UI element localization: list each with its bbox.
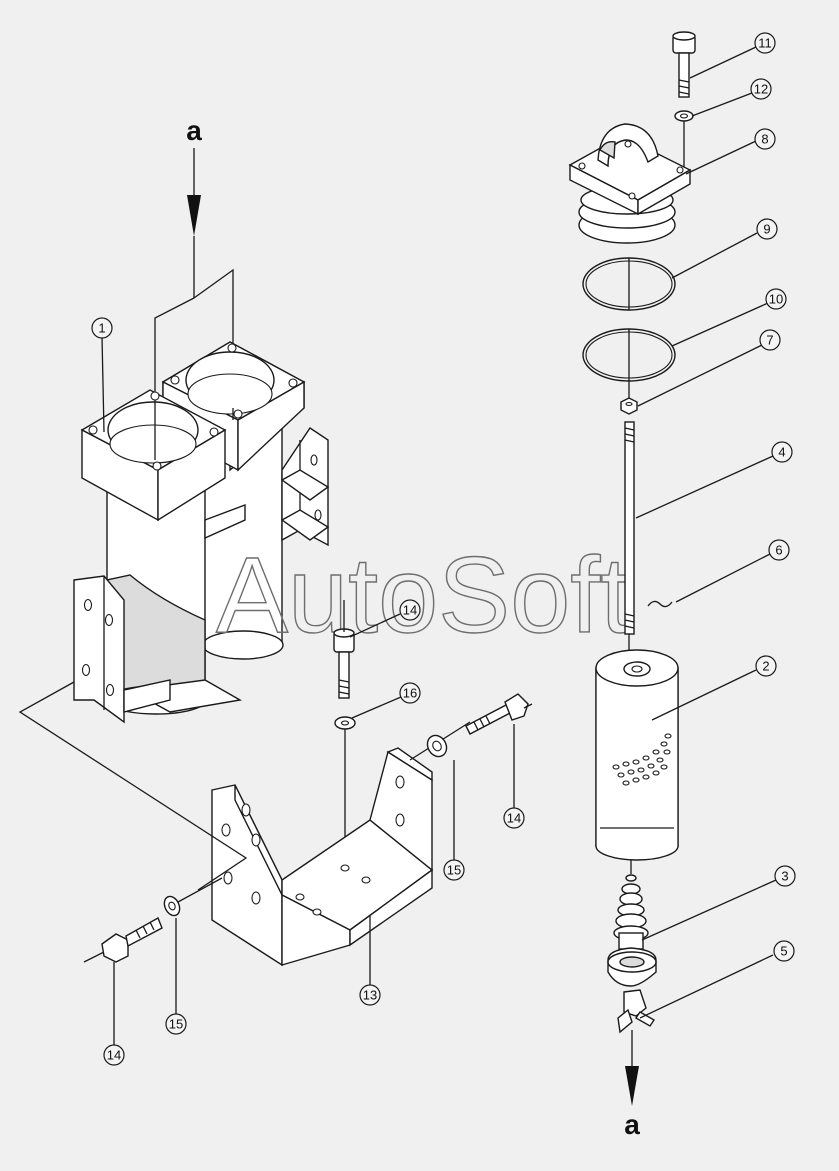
- center-nut: [620, 397, 638, 415]
- callout-15-right: 15: [443, 859, 465, 881]
- callout-number: 15: [169, 1017, 183, 1032]
- callout-14-left: 14: [103, 1044, 125, 1066]
- callout-13: 13: [359, 984, 381, 1006]
- callout-number: 3: [781, 869, 788, 884]
- right-bolt-and-washer: [409, 693, 533, 761]
- callout-number: 1: [98, 321, 105, 336]
- filter-cover: [568, 123, 692, 244]
- callout-number: 9: [763, 222, 770, 237]
- flow-arrow-bottom: [625, 1030, 639, 1106]
- callout-11: 11: [754, 32, 776, 54]
- callout-number: 13: [363, 988, 377, 1003]
- callout-number: 16: [403, 686, 417, 701]
- filter-element: [595, 649, 679, 861]
- callout-number: 15: [447, 863, 461, 878]
- callout-number: 10: [769, 292, 783, 307]
- callout-5: 5: [773, 940, 795, 962]
- left-bolt-and-washer: [83, 877, 223, 963]
- callout-1: 1: [91, 317, 113, 339]
- callout-number: 8: [761, 132, 768, 147]
- callout-6: 6: [768, 539, 790, 561]
- callout-14-upper: 14: [399, 599, 421, 621]
- center-rod: [624, 421, 635, 660]
- drain-valve: [607, 860, 657, 987]
- callout-number: 14: [507, 811, 521, 826]
- callout-number: 6: [775, 543, 782, 558]
- callout-number: 2: [762, 659, 769, 674]
- callout-number: 14: [403, 603, 417, 618]
- o-rings: [582, 257, 676, 398]
- filter-perforation-pattern: [612, 733, 672, 786]
- callout-3: 3: [774, 865, 796, 887]
- drain-cock: [617, 989, 655, 1034]
- callout-number: 5: [780, 944, 787, 959]
- leader-lines: [101, 46, 777, 1046]
- callout-12: 12: [750, 78, 772, 100]
- callout-10: 10: [765, 288, 787, 310]
- callout-number: 14: [107, 1048, 121, 1063]
- flow-arrow-top: [187, 148, 201, 298]
- callout-16: 16: [399, 682, 421, 704]
- callout-number: 12: [754, 82, 768, 97]
- callout-4: 4: [771, 441, 793, 463]
- flow-marker-top-label: a: [186, 115, 202, 146]
- callout-2: 2: [755, 655, 777, 677]
- watermark-text: AutoSoft: [216, 534, 630, 655]
- flow-marker-bottom-label: a: [624, 1109, 640, 1140]
- callout-7: 7: [759, 329, 781, 351]
- callout-number: 7: [766, 333, 773, 348]
- callout-14-right: 14: [503, 807, 525, 829]
- callout-9: 9: [756, 218, 778, 240]
- filter-housing: [73, 341, 330, 724]
- retaining-clip: [647, 600, 673, 608]
- callout-number: 4: [778, 445, 785, 460]
- callout-number: 11: [758, 36, 772, 51]
- callout-15-left: 15: [165, 1013, 187, 1035]
- callout-8: 8: [754, 128, 776, 150]
- cover-bolt: [672, 31, 696, 168]
